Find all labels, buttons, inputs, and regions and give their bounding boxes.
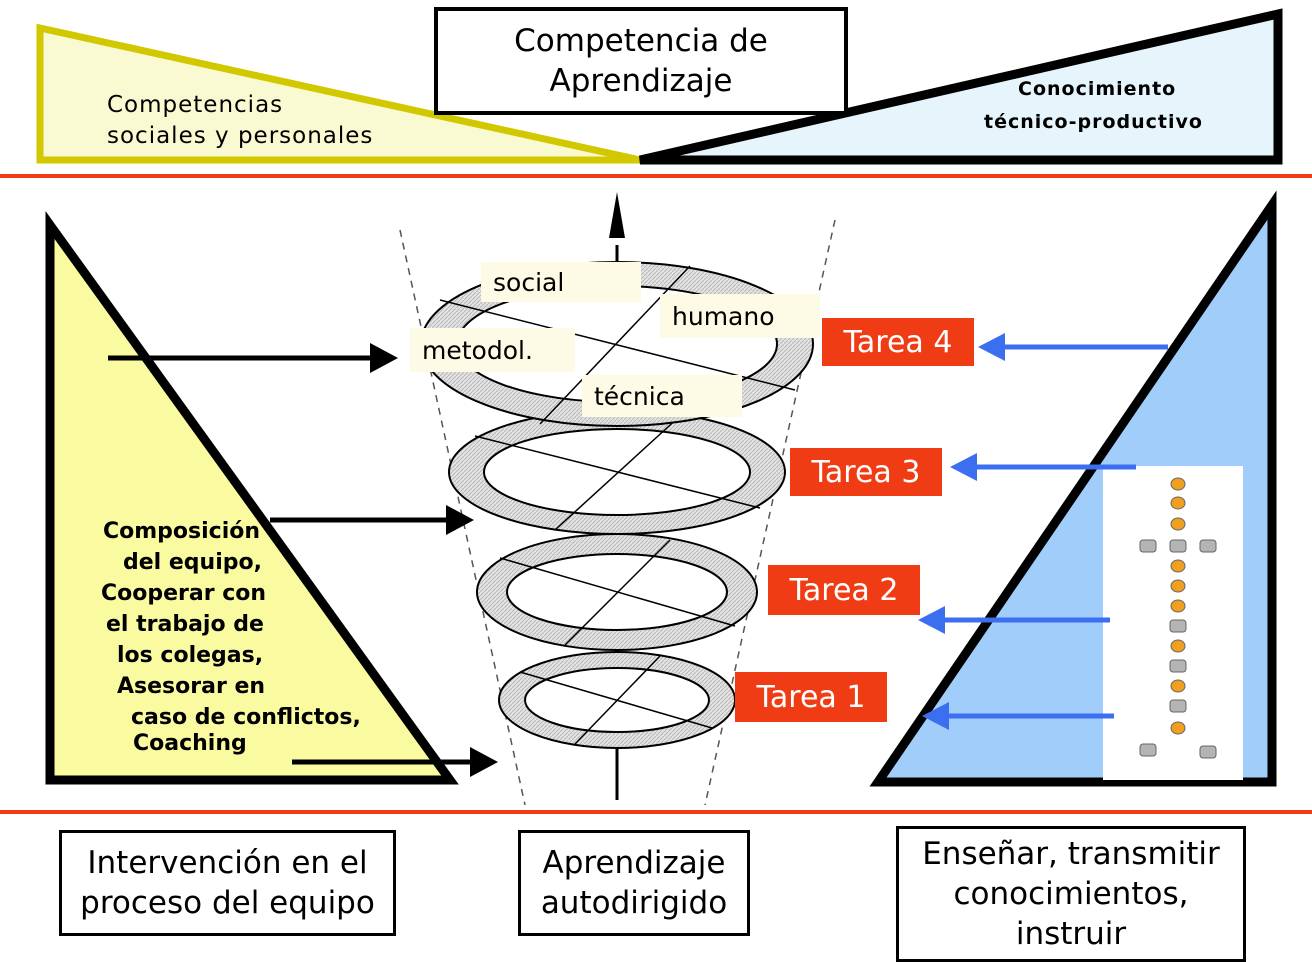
- left-triangle-line-4: el trabajo de: [106, 612, 264, 637]
- workflow-node-12: [1170, 721, 1186, 735]
- bottom-center-text: Aprendizaje autodirigido: [540, 845, 728, 921]
- left-triangle-line-1: Composición: [103, 519, 261, 544]
- top-right-blue-wedge: [638, 8, 1283, 165]
- vertical-axis-arrowhead: [609, 192, 625, 238]
- workflow-node-16: [1199, 745, 1217, 759]
- workflow-node-9: [1169, 659, 1187, 673]
- bottom-left-box: Intervención en el proceso del equipo: [59, 830, 396, 936]
- top-right-label-line1: Conocimiento: [1018, 78, 1177, 100]
- workflow-node-14: [1199, 539, 1217, 553]
- workflow-node-3: [1169, 539, 1187, 553]
- bottom-right-text: Enseñar, transmitir conocimientos, instr…: [922, 836, 1220, 952]
- top-title-text: Competencia de Aprendizaje: [514, 23, 768, 99]
- top-left-label-line1: Competencias: [107, 92, 284, 118]
- bottom-right-box: Enseñar, transmitir conocimientos, instr…: [896, 826, 1246, 962]
- task-2-label: Tarea 2: [768, 565, 920, 615]
- workflow-node-7: [1169, 619, 1187, 633]
- top-right-label-line2: técnico-productivo: [984, 111, 1203, 133]
- left-triangle-line-7: caso de conflictos,: [131, 705, 361, 730]
- workflow-node-0: [1170, 477, 1186, 491]
- workflow-node-8: [1170, 639, 1186, 653]
- bottom-center-box: Aprendizaje autodirigido: [518, 830, 750, 936]
- workflow-node-5: [1170, 579, 1186, 593]
- workflow-node-1: [1170, 496, 1186, 510]
- workflow-node-11: [1169, 699, 1187, 713]
- workflow-node-13: [1139, 539, 1157, 553]
- task-3-label: Tarea 3: [790, 448, 942, 496]
- left-triangle-line-5: los colegas,: [117, 643, 264, 668]
- bottom-left-text: Intervención en el proceso del equipo: [80, 845, 375, 921]
- workflow-node-2: [1170, 517, 1186, 531]
- top-title-box: Competencia de Aprendizaje: [434, 7, 848, 115]
- workflow-dots: [1139, 477, 1217, 759]
- ring-1: [498, 651, 736, 749]
- left-triangle-line-6: Asesorar en: [117, 674, 266, 699]
- workflow-node-6: [1170, 599, 1186, 613]
- ring-2: [476, 533, 758, 651]
- ring-3: [448, 409, 786, 535]
- top-left-label-line2: sociales y personales: [107, 123, 374, 149]
- left-triangle-line-3: Cooperar con: [101, 581, 267, 606]
- workflow-node-15: [1139, 743, 1157, 757]
- label-humano: humano: [660, 294, 820, 338]
- task-4-label: Tarea 4: [822, 318, 974, 366]
- top-left-yellow-wedge: [36, 23, 641, 164]
- task-1-label: Tarea 1: [735, 672, 887, 722]
- workflow-node-4: [1170, 559, 1186, 573]
- left-triangle-line-2: del equipo,: [123, 550, 262, 575]
- label-social: social: [481, 262, 641, 302]
- label-metodol: metodol.: [410, 328, 575, 372]
- workflow-node-10: [1170, 679, 1186, 693]
- label-tecnica: técnica: [582, 375, 742, 417]
- left-triangle-line-8: Coaching: [133, 731, 247, 756]
- left-yellow-triangle: [45, 211, 459, 785]
